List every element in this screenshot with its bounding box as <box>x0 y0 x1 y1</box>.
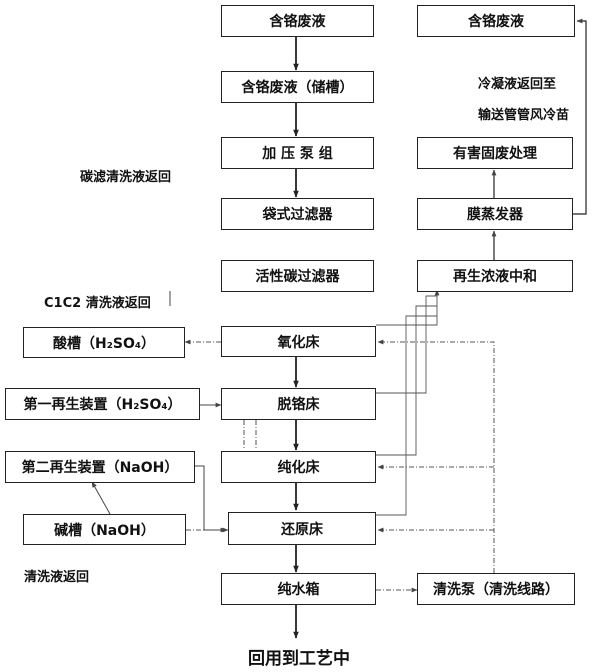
box-reduction-bed: 还原床 <box>228 512 376 545</box>
arrow-r3-r1 <box>573 18 587 215</box>
box-oxidation-bed: 氧化床 <box>221 326 376 357</box>
note-c1c2-wash-return: C1C2 清洗液返回 <box>44 296 151 311</box>
box-bag-filter: 袋式过滤器 <box>221 198 374 230</box>
box-chrome-waste-tank: 含铬废液（储槽） <box>221 71 374 103</box>
arrow-l4-l3 <box>91 481 111 515</box>
line-b6-r4 <box>376 289 440 326</box>
box-first-regenerator: 第一再生装置（H₂SO₄） <box>5 388 200 420</box>
box-second-regenerator: 第二再生装置（NaOH） <box>5 451 195 483</box>
box-chrome-waste-right: 含铬废液 <box>417 5 575 37</box>
note-condensate-return-2: 输送管管风冷苗 <box>478 108 570 123</box>
box-pump-group: 加 压 泵 组 <box>221 137 374 169</box>
box-carbon-filter: 活性碳过滤器 <box>221 260 374 292</box>
line-b9-r4 <box>376 315 437 516</box>
dash-p1-return <box>377 339 495 573</box>
note-condensate-return: 冷凝液返回至 <box>478 77 557 92</box>
box-dechrome-bed: 脱铬床 <box>221 388 376 420</box>
box-hazardous-waste: 有害固废处理 <box>417 137 573 169</box>
line-b8-r4 <box>376 305 437 456</box>
box-regen-neutralization: 再生浓液中和 <box>417 260 573 292</box>
box-pure-water-tank: 纯水箱 <box>221 573 376 605</box>
box-alkali-tank: 碱槽（NaOH） <box>23 514 186 545</box>
box-membrane-evaporator: 膜蒸发器 <box>417 198 573 230</box>
line-b7-r4 <box>376 295 437 394</box>
box-chrome-waste: 含铬废液 <box>221 5 374 37</box>
note-wash-return: 清洗液返回 <box>24 570 90 585</box>
box-acid-tank: 酸槽（H₂SO₄） <box>23 327 185 358</box>
output-label: 回用到工艺中 <box>248 649 350 669</box>
note-carbon-wash-return: 碳滤清洗液返回 <box>80 170 172 185</box>
box-purification-bed: 纯化床 <box>221 451 376 483</box>
line-l3-b9 <box>195 465 229 533</box>
box-cleaning-pump: 清洗泵（清洗线路） <box>417 573 575 605</box>
